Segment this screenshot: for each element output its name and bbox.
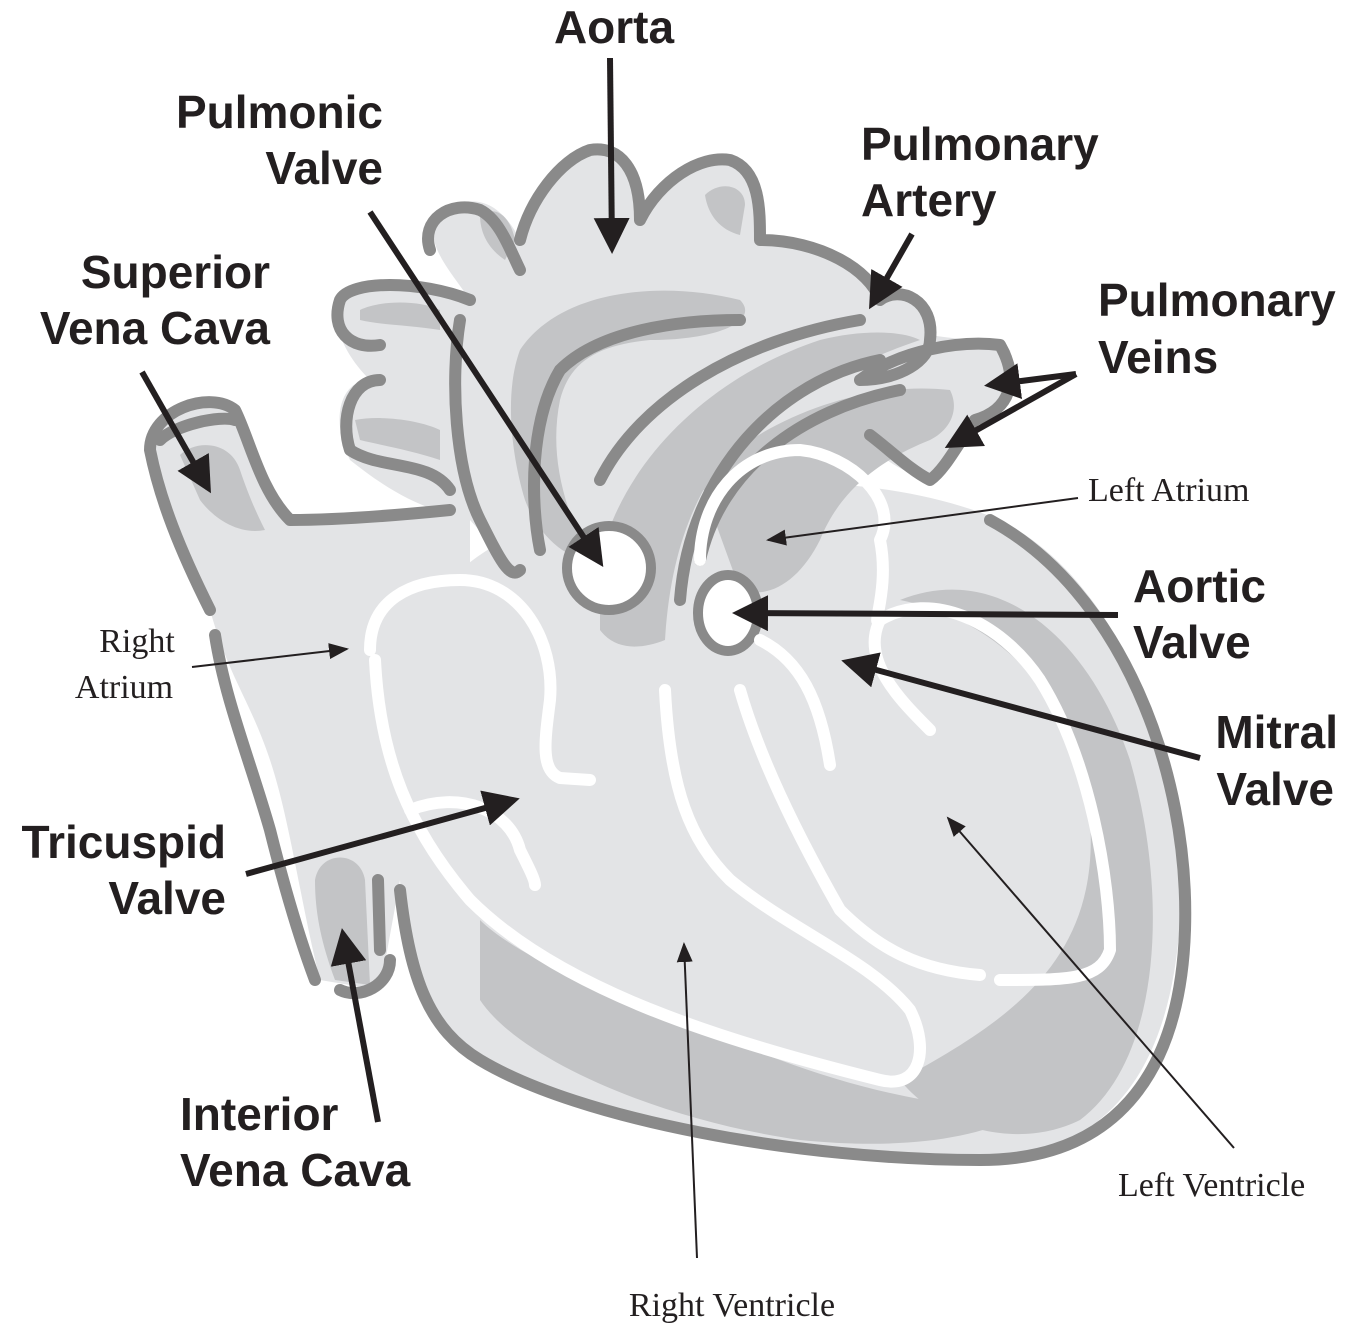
right-atrium-label-line2: Atrium — [75, 669, 173, 706]
aortic-valve-label-line1: Aortic — [1133, 560, 1266, 612]
pulmonary-artery-label-line1: Pulmonary — [861, 118, 1099, 170]
left-atrium-label: Left Atrium — [1088, 472, 1249, 509]
aorta-label: Aorta — [554, 1, 675, 53]
right-atrium-label-line1: Right — [99, 623, 175, 660]
aorta-arrow — [610, 58, 612, 248]
aortic-valve-label-line2: Valve — [1133, 616, 1251, 668]
pulmonary-artery-label-line2: Artery — [861, 174, 997, 226]
pulmonary-veins-label-line1: Pulmonary — [1098, 274, 1336, 326]
mitral-valve-label-line2: Valve — [1216, 763, 1334, 815]
interior-vena-cava-label-line2: Vena Cava — [180, 1144, 411, 1196]
tricuspid-valve-label-line1: Tricuspid — [22, 816, 226, 868]
pulmonic-valve-circle — [567, 526, 651, 610]
pulmonary-veins-label-line2: Veins — [1098, 331, 1218, 383]
interior-vena-cava-label-line1: Interior — [180, 1088, 339, 1140]
aortic-valve-arrow — [738, 613, 1118, 615]
superior-vena-cava-label-line1: Superior — [81, 246, 270, 298]
left-ventricle-label: Left Ventricle — [1118, 1167, 1305, 1204]
superior-vena-cava-label-line2: Vena Cava — [40, 302, 271, 354]
pulmonic-valve-label-line1: Pulmonic — [176, 86, 383, 138]
right-ventricle-label: Right Ventricle — [629, 1287, 835, 1324]
tricuspid-valve-label-line2: Valve — [108, 872, 226, 924]
pulmonic-valve-label-line2: Valve — [265, 142, 383, 194]
mitral-valve-label-line1: Mitral — [1215, 706, 1338, 758]
